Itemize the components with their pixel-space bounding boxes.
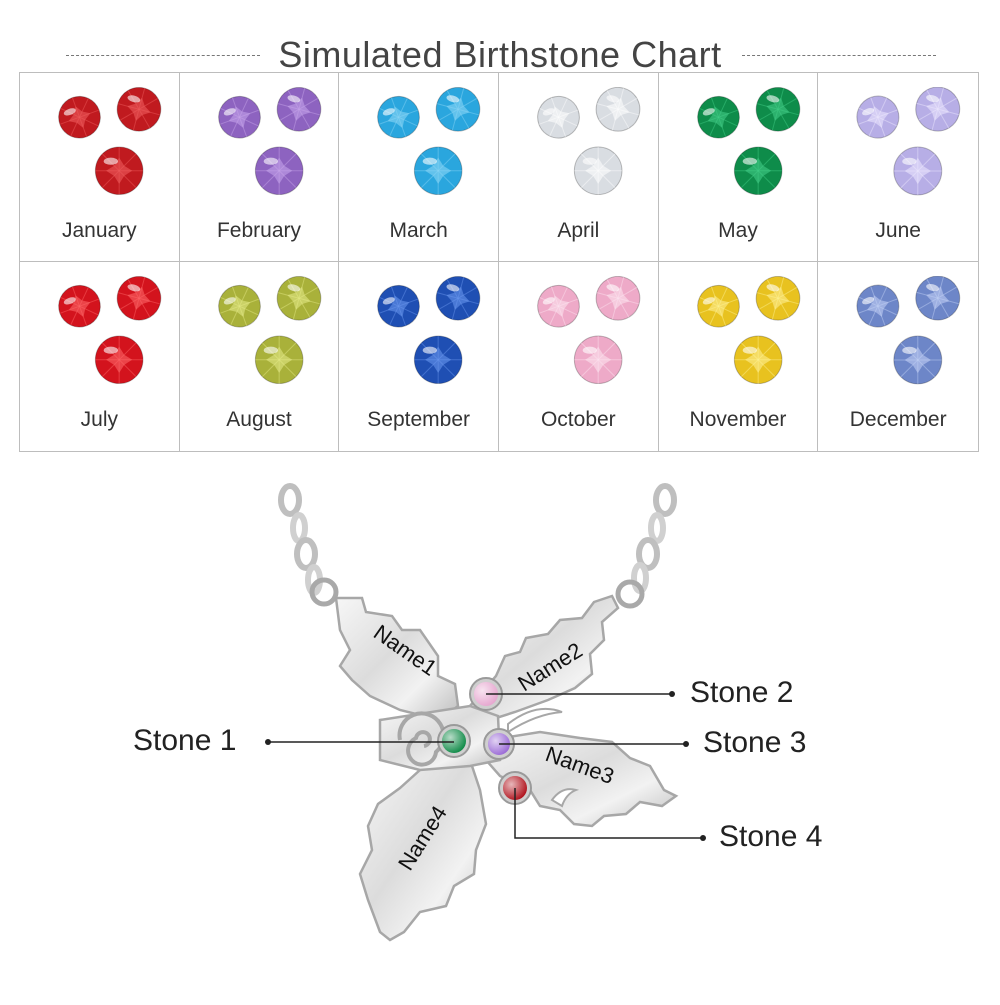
gem-1 <box>537 95 580 139</box>
stone-4-label: Stone 4 <box>719 820 823 853</box>
gem-3 <box>733 146 783 196</box>
month-cell-february: February <box>179 73 340 262</box>
month-label: June <box>875 219 921 242</box>
gem-1 <box>377 95 421 139</box>
callout-lines <box>268 693 703 839</box>
stone-1-setting <box>437 724 471 758</box>
birthstone-gems-icon <box>856 87 961 196</box>
gem-3 <box>254 146 304 196</box>
month-cell-october: October <box>499 262 659 451</box>
month-cell-may: May <box>658 73 819 262</box>
gem-1 <box>696 284 740 328</box>
gem-2 <box>755 276 800 321</box>
swirl-icon <box>397 711 446 767</box>
chain-right <box>615 483 677 609</box>
gem-3 <box>254 335 304 385</box>
chart-title: Simulated Birthstone Chart <box>278 34 722 75</box>
title-divider-right <box>742 55 936 56</box>
birthstone-gems-icon <box>537 276 641 385</box>
birthstone-gems-icon <box>537 87 641 196</box>
gem-1 <box>377 284 421 328</box>
gem-3 <box>414 335 463 385</box>
month-cell-june: June <box>818 73 978 262</box>
gem-3 <box>94 146 144 196</box>
birthstone-gems-icon <box>696 87 800 196</box>
month-cell-november: November <box>659 262 819 451</box>
stone-3-label: Stone 3 <box>703 726 807 759</box>
month-label: May <box>718 219 758 242</box>
gem-2 <box>276 276 321 321</box>
birthstone-gems-icon <box>58 87 162 196</box>
month-cell-december: December <box>818 262 978 451</box>
title-divider-left <box>66 55 260 56</box>
gem-3 <box>893 146 943 196</box>
month-cell-july: July <box>20 262 180 451</box>
gem-2 <box>595 276 641 321</box>
month-cell-april: April <box>499 73 659 262</box>
month-label: February <box>216 219 301 242</box>
month-cell-january: January <box>20 73 180 262</box>
pendant-cutout-2 <box>550 788 580 808</box>
gem-3 <box>94 335 144 385</box>
pendant-diagram: Name1 Name2 Name3 Name4 Stone 1 Stone 2 … <box>0 470 1000 1000</box>
month-cell-september: September <box>339 262 499 451</box>
title-bar: Simulated Birthstone Chart <box>0 14 1000 75</box>
month-label: March <box>389 219 448 242</box>
gem-3 <box>893 335 943 385</box>
callout-dots <box>265 691 706 841</box>
gem-2 <box>276 87 321 132</box>
gem-3 <box>573 335 623 385</box>
month-cell-march: March <box>339 73 499 262</box>
gem-2 <box>436 276 481 321</box>
gem-1 <box>217 95 261 139</box>
gem-1 <box>696 95 740 139</box>
pendant-body <box>334 594 679 942</box>
gem-3 <box>414 146 463 196</box>
month-label: December <box>849 408 947 431</box>
gem-1 <box>58 284 101 328</box>
month-label: October <box>540 408 616 431</box>
birthstone-gems-icon <box>217 87 321 196</box>
gem-3 <box>573 146 623 196</box>
birthstone-gems-icon <box>856 276 961 385</box>
pendant-cutout <box>507 708 563 734</box>
birthstone-gems-icon <box>58 276 162 385</box>
month-label: April <box>557 219 600 242</box>
birthstone-gems-icon <box>377 276 481 385</box>
gem-2 <box>915 276 961 321</box>
gem-3 <box>733 335 783 385</box>
stone-1-label: Stone 1 <box>133 724 237 757</box>
birthstone-gems-icon <box>217 276 321 385</box>
month-label: July <box>80 408 118 431</box>
month-label: November <box>689 408 787 431</box>
month-label: January <box>61 219 137 242</box>
gem-1 <box>856 95 900 139</box>
gem-2 <box>116 87 162 132</box>
gem-2 <box>755 87 800 132</box>
birthstone-gems-icon <box>377 87 481 196</box>
gem-1 <box>537 284 580 328</box>
stone-2-label: Stone 2 <box>690 676 794 709</box>
month-cell-august: August <box>180 262 340 451</box>
gem-1 <box>856 284 900 328</box>
gem-1 <box>58 95 101 139</box>
gem-2 <box>595 87 641 132</box>
month-label: September <box>367 408 471 431</box>
pendant-illustration: Name1 Name2 Name3 Name4 <box>265 483 706 942</box>
month-label: August <box>226 408 292 431</box>
gem-2 <box>915 87 961 132</box>
gem-1 <box>217 284 261 328</box>
gem-2 <box>436 87 481 132</box>
gem-2 <box>116 276 162 321</box>
chain-left <box>278 483 339 607</box>
birthstone-gems-icon <box>696 276 800 385</box>
